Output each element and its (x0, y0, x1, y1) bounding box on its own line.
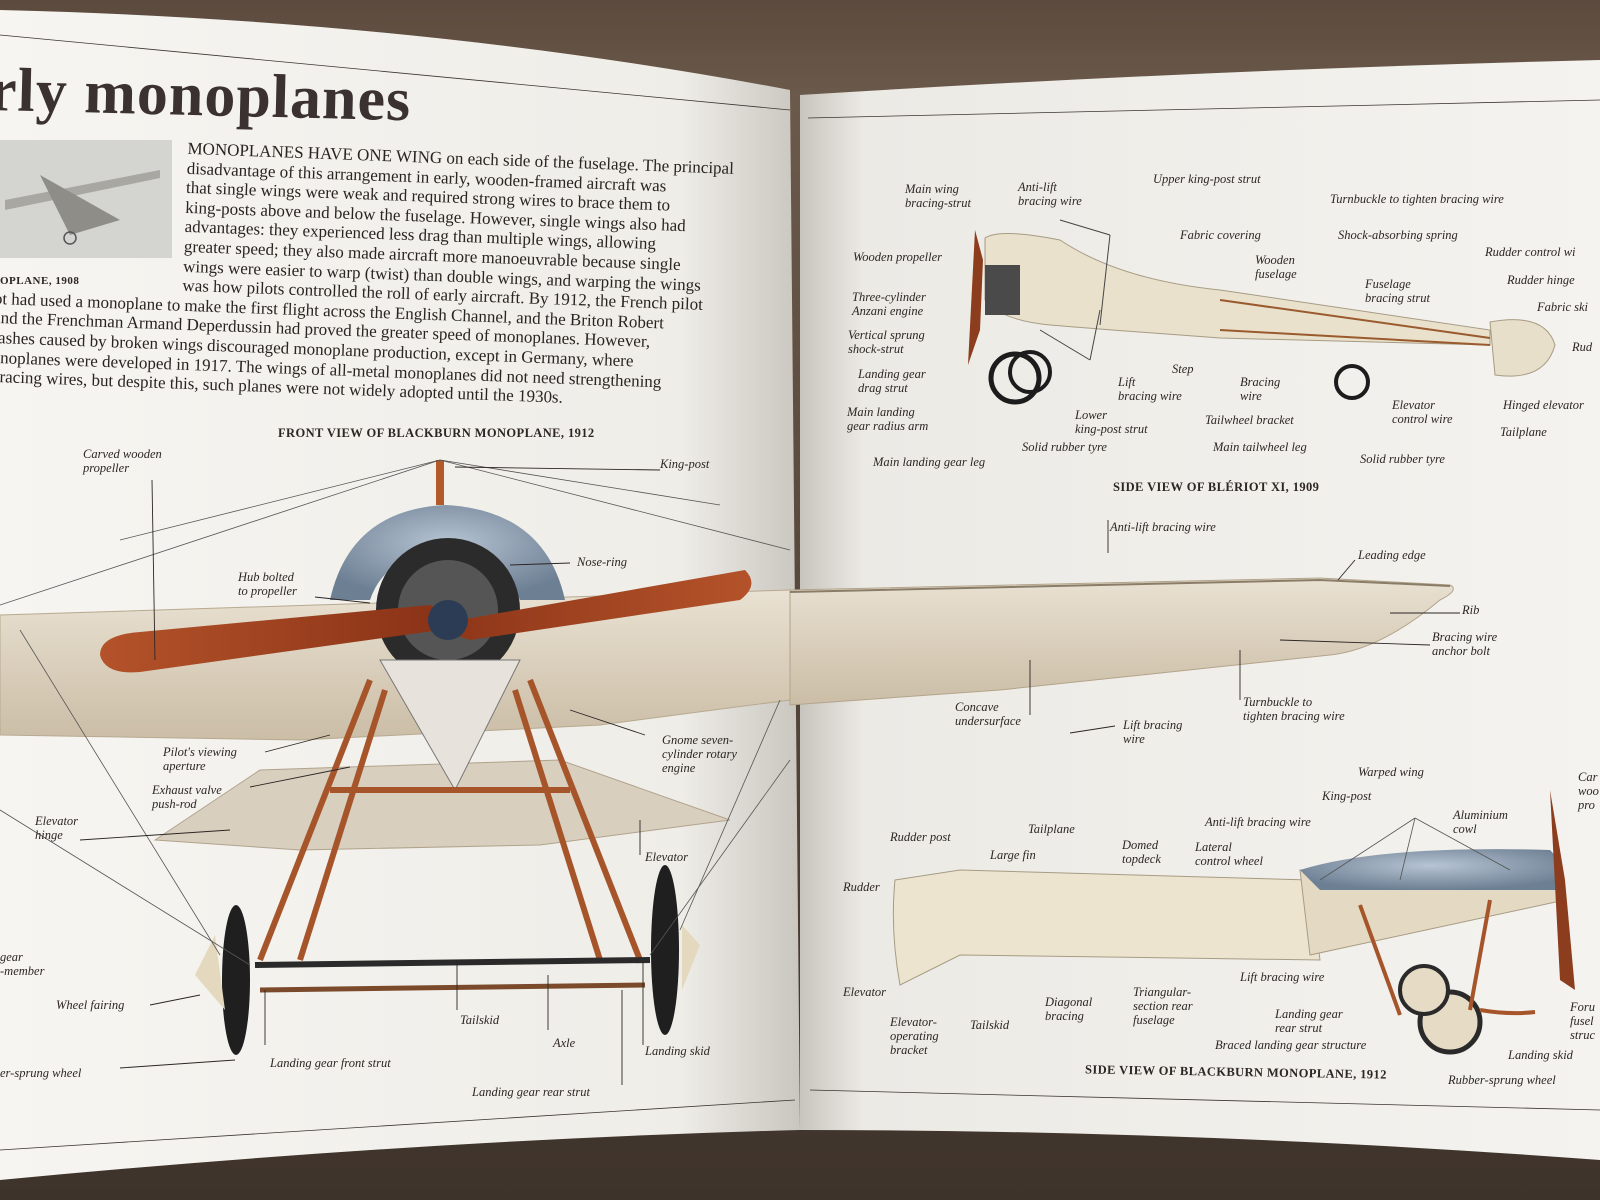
label-elevator-side: Elevator (843, 985, 887, 999)
label-king-post-side: King-post (1322, 789, 1372, 803)
thumbnail-caption: OPLANE, 1908 (0, 275, 80, 287)
label-pilots-viewing-aperture: Pilot's viewing aperture (163, 745, 237, 773)
page-title: rly monoplanes (0, 55, 413, 135)
label-hub-bolted: Hub bolted to propeller (238, 570, 297, 598)
label-hinged-elevator: Hinged elevator (1503, 398, 1584, 412)
label-forward-fuselage-structure: Foru fusel struc (1570, 1000, 1595, 1042)
label-solid-rubber-tyre-tail: Solid rubber tyre (1360, 452, 1445, 466)
label-tailskid: Tailskid (460, 1013, 500, 1027)
label-domed-topdeck: Domed topdeck (1122, 838, 1161, 866)
label-wooden-fuselage: Wooden fuselage (1255, 253, 1297, 281)
thumbnail-photo-1908-monoplane (0, 140, 172, 258)
label-rudder-hinge: Rudder hinge (1507, 273, 1575, 287)
label-landing-gear-drag-strut: Landing gear drag strut (858, 367, 926, 395)
label-step: Step (1172, 362, 1194, 376)
label-wing-lift-bracing-wire: Lift bracing wire (1123, 718, 1183, 746)
label-exhaust-valve: Exhaust valve push-rod (152, 783, 222, 811)
label-wheel-fairing: Wheel fairing (56, 998, 125, 1012)
detached-wing-drawing (789, 577, 1454, 706)
label-tailwheel-bracket: Tailwheel bracket (1205, 413, 1294, 427)
label-landing-skid: Landing skid (645, 1044, 710, 1058)
label-main-tailwheel-leg: Main tailwheel leg (1213, 440, 1307, 454)
label-main-landing-gear-leg: Main landing gear leg (873, 455, 986, 469)
label-king-post: King-post (660, 457, 710, 471)
label-elevator: Elevator (645, 850, 689, 864)
front-view-blackburn-drawing (0, 459, 791, 1055)
blackburn-side-view-drawing (892, 790, 1575, 1055)
label-vertical-sprung-shock-strut: Vertical sprung shock-strut (848, 328, 925, 356)
label-rudder-post: Rudder post (890, 830, 951, 844)
label-landing-gear-rear-strut-side: Landing gear rear strut (1275, 1007, 1343, 1035)
label-lift-bracing-wire-side: Lift bracing wire (1240, 970, 1325, 984)
label-axle: Axle (553, 1036, 576, 1050)
label-diagonal-bracing: Diagonal bracing (1045, 995, 1093, 1023)
label-bracing-wire: Bracing wire (1240, 375, 1281, 403)
label-wooden-propeller: Wooden propeller (853, 250, 942, 264)
label-solid-rubber-tyre: Solid rubber tyre (1022, 440, 1107, 454)
label-main-landing-gear-radius-arm: Main landing gear radius arm (847, 405, 929, 433)
label-rudder: Rud (1572, 340, 1593, 354)
label-braced-landing-gear-structure: Braced landing gear structure (1215, 1038, 1367, 1052)
label-lower-king-post-strut: Lower king-post strut (1075, 408, 1148, 436)
label-turnbuckle: Turnbuckle to tighten bracing wire (1330, 192, 1504, 206)
label-rudder-control-wire: Rudder control wi (1485, 245, 1576, 259)
label-concave-undersurface: Concave undersurface (955, 700, 1021, 728)
label-elevator-control-wire: Elevator control wire (1392, 398, 1453, 426)
label-rubber-sprung-wheel-side: Rubber-sprung wheel (1448, 1073, 1556, 1087)
intro-paragraph: MONOPLANES HAVE ONE WING on each side of… (0, 132, 769, 415)
label-rudder-side: Rudder (843, 880, 880, 894)
label-tailplane-side: Tailplane (1028, 822, 1075, 836)
label-elevator-operating-bracket: Elevator- operating bracket (890, 1015, 939, 1057)
label-upper-king-post-strut: Upper king-post strut (1153, 172, 1261, 186)
label-lift-bracing-wire: Lift bracing wire (1118, 375, 1182, 403)
label-anti-lift-bracing-wire: Anti-lift bracing wire (1018, 180, 1082, 208)
label-rib: Rib (1462, 603, 1480, 617)
label-main-wing-bracing-strut: Main wing bracing-strut (905, 182, 971, 210)
label-large-fin: Large fin (990, 848, 1036, 862)
label-lateral-control-wheel: Lateral control wheel (1195, 840, 1263, 868)
bleriot-xi-drawing (968, 219, 1556, 405)
front-view-caption: FRONT VIEW OF BLACKBURN MONOPLANE, 1912 (278, 426, 595, 440)
label-shock-absorbing-spring: Shock-absorbing spring (1338, 228, 1458, 242)
label-landing-gear-front-strut: Landing gear front strut (270, 1056, 391, 1070)
label-wing-anti-lift-bracing-wire: Anti-lift bracing wire (1110, 520, 1216, 534)
label-tailplane: Tailplane (1500, 425, 1547, 439)
label-carved-wooden-propeller: Carved wooden propeller (83, 447, 162, 475)
label-gear-member: gear -member (0, 950, 45, 978)
label-leading-edge: Leading edge (1358, 548, 1426, 562)
label-rubber-sprung-wheel: er-sprung wheel (0, 1066, 82, 1080)
label-bracing-wire-anchor-bolt: Bracing wire anchor bolt (1432, 630, 1498, 658)
label-warped-wing: Warped wing (1358, 765, 1424, 779)
label-landing-skid-side: Landing skid (1508, 1048, 1573, 1062)
label-elevator-hinge: Elevator hinge (35, 814, 79, 842)
label-carved-wooden-propeller-side: Car woo pro (1578, 770, 1599, 812)
label-gnome-engine: Gnome seven- cylinder rotary engine (662, 733, 737, 775)
label-aluminium-cowl: Aluminium cowl (1453, 808, 1508, 836)
label-fabric-skin: Fabric ski (1537, 300, 1589, 314)
bleriot-caption: SIDE VIEW OF BLÉRIOT XI, 1909 (1113, 480, 1320, 494)
label-nose-ring: Nose-ring (577, 555, 627, 569)
label-turnbuckle-wing: Turnbuckle to tighten bracing wire (1243, 695, 1345, 723)
label-anti-lift-bracing-wire-side: Anti-lift bracing wire (1205, 815, 1311, 829)
label-fuselage-bracing-strut: Fuselage bracing strut (1365, 277, 1430, 305)
label-triangular-rear-fuselage: Triangular- section rear fuselage (1133, 985, 1193, 1027)
label-fabric-covering: Fabric covering (1180, 228, 1261, 242)
label-tailskid-side: Tailskid (970, 1018, 1010, 1032)
label-landing-gear-rear-strut: Landing gear rear strut (472, 1085, 590, 1099)
label-anzani-engine: Three-cylinder Anzani engine (852, 290, 926, 318)
